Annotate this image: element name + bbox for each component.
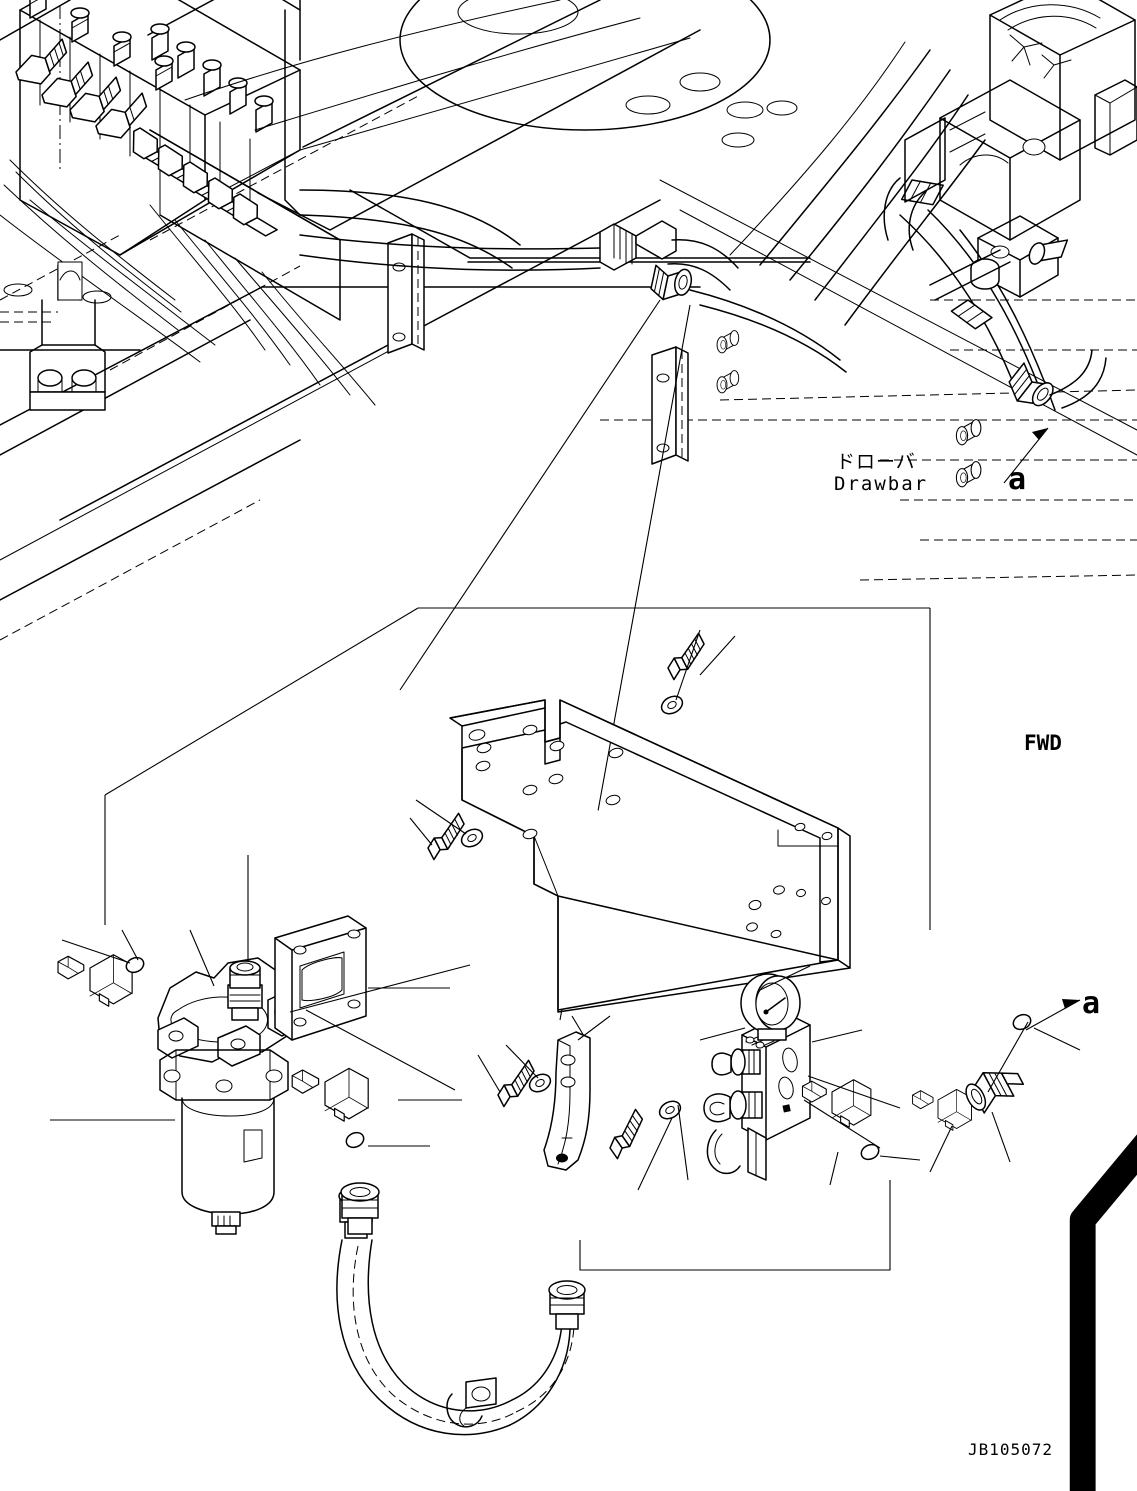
hose-clamp — [446, 1377, 497, 1428]
drawing-number: JB105072 — [968, 1440, 1054, 1459]
support-link — [543, 1031, 591, 1171]
bolt-upper — [659, 632, 713, 681]
drawbar-label-japanese: ドローバ — [836, 451, 916, 473]
valve-block — [703, 1012, 811, 1181]
elbow-fitting-outlet — [912, 1088, 972, 1131]
bracket-plate — [449, 699, 851, 1013]
elbow-fitting-filter-in — [57, 954, 133, 1007]
washer-left — [457, 825, 487, 851]
spacer-collar-lower — [716, 370, 740, 394]
callout-a-top-label: a — [1008, 462, 1027, 497]
chassis-frame-outlines — [0, 0, 1137, 641]
mounting-strip-left — [387, 233, 425, 354]
mounting-strip-right — [651, 346, 689, 465]
callout-a-right-label: a — [1082, 986, 1101, 1021]
gasket-plate — [274, 915, 367, 1041]
pump-motor-assembly — [883, 0, 1137, 301]
fwd-label: FWD — [1024, 731, 1062, 755]
straight-connector — [965, 1071, 1025, 1114]
pressure-gauge — [740, 973, 801, 1041]
elbow-fitting-filter-out — [291, 1067, 369, 1122]
supply-hose — [336, 1182, 586, 1436]
drawbar-label-english: Drawbar — [834, 473, 929, 495]
bolt-link-lower — [599, 1108, 654, 1160]
spacer-collar-a-lower — [955, 461, 982, 488]
lubrication-valve-bank — [0, 0, 691, 406]
fwd-direction-marker — [1000, 712, 1137, 1491]
o-ring-valve — [858, 1141, 882, 1163]
callout-a-top-arrow — [1003, 427, 1049, 484]
washer-upper — [657, 692, 687, 718]
hose-routing-center — [299, 41, 1107, 411]
o-ring-filter-out — [343, 1129, 367, 1151]
clamp-bracket-frame — [0, 261, 112, 411]
spacer-collar-upper — [716, 330, 740, 354]
callout-a-right-arrow — [1025, 999, 1081, 1031]
spacer-collar-a-upper — [955, 419, 982, 446]
